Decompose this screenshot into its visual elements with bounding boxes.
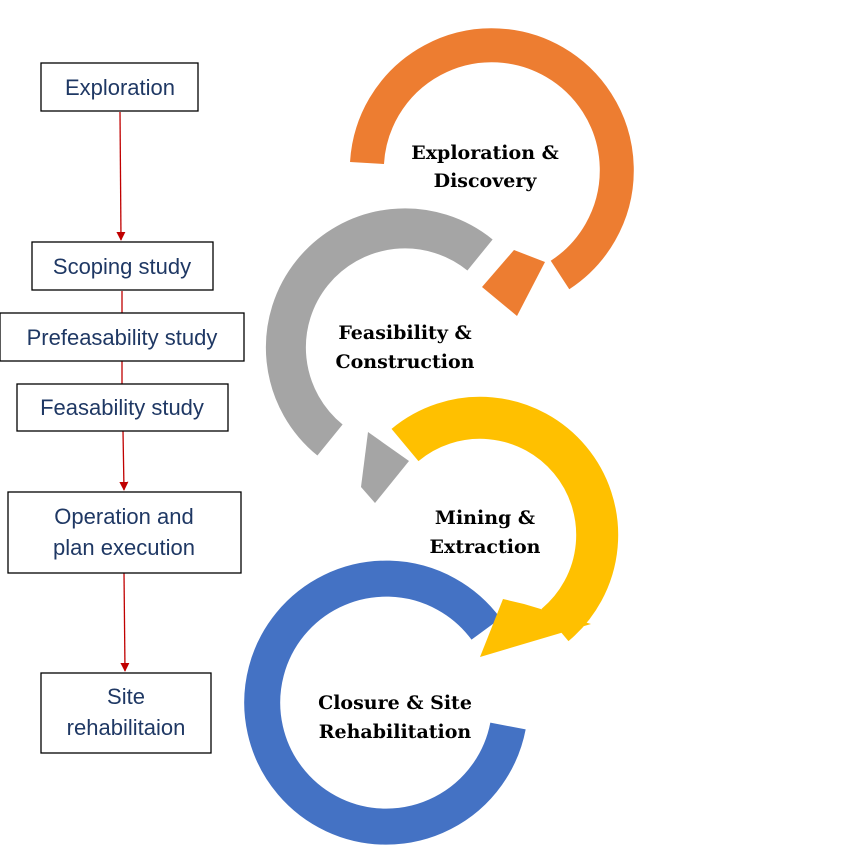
process-step-box xyxy=(40,62,199,112)
process-step-label-line-2: plan execution xyxy=(53,535,195,560)
closure-stage-label-line-1: Closure & Site xyxy=(318,692,472,714)
process-step-label-line-1: Site xyxy=(107,684,145,709)
process-step-label: Exploration xyxy=(65,75,175,100)
exploration-arrowhead xyxy=(482,250,545,316)
process-step-box xyxy=(31,241,214,291)
feasibility-arc xyxy=(265,208,493,456)
process-step-prefeasibility-study: Prefeasability study xyxy=(0,312,245,362)
closure-stage-label-line-2: Rehabilitation xyxy=(319,721,472,743)
mining-stage-label-line-1: Mining & xyxy=(435,507,535,529)
process-step-site-rehabilitation: Site rehabilitaion xyxy=(40,672,212,754)
process-step-label-line-1: Operation and xyxy=(54,504,193,529)
exploration-arc xyxy=(350,28,634,290)
feasibility-stage-label-line-1: Feasibility & xyxy=(338,322,471,344)
lifecycle-stage-mining xyxy=(391,396,619,657)
connector-arrow-operation-to-rehabilitation xyxy=(120,572,130,672)
exploration-stage-label-line-2: Discovery xyxy=(434,170,538,192)
process-step-box xyxy=(16,383,229,432)
process-step-label: Feasability study xyxy=(40,395,204,420)
connector-arrow-exploration-to-scoping xyxy=(116,111,126,241)
feasibility-arrowhead xyxy=(361,432,409,503)
process-step-operation-and-plan-execution: Operation and plan execution xyxy=(7,491,242,574)
process-step-box xyxy=(40,672,212,754)
process-step-label: Prefeasability study xyxy=(27,325,218,350)
feasibility-stage-label-line-2: Construction xyxy=(336,351,475,373)
lifecycle-labels: Exploration & Discovery Feasibility & Co… xyxy=(318,142,559,743)
lifecycle-stage-feasibility xyxy=(265,208,493,503)
exploration-stage-label-line-1: Exploration & xyxy=(411,142,559,164)
connector-arrow-feasibility-to-operation xyxy=(119,430,129,491)
closure-ring xyxy=(244,560,526,845)
process-step-box xyxy=(0,312,245,362)
mining-arrowhead xyxy=(480,599,591,657)
process-step-exploration: Exploration xyxy=(40,62,199,112)
process-step-label-line-2: rehabilitaion xyxy=(67,715,186,740)
lifecycle-stage-exploration xyxy=(350,28,634,316)
process-step-label: Scoping study xyxy=(53,254,191,279)
process-step-scoping-study: Scoping study xyxy=(31,241,214,291)
process-connectors xyxy=(116,111,130,672)
mining-stage-label-line-2: Extraction xyxy=(430,536,541,558)
mining-arc xyxy=(391,396,619,642)
process-step-box xyxy=(7,491,242,574)
process-step-feasibility-study: Feasability study xyxy=(16,383,229,432)
lifecycle-stage-closure xyxy=(244,560,526,845)
